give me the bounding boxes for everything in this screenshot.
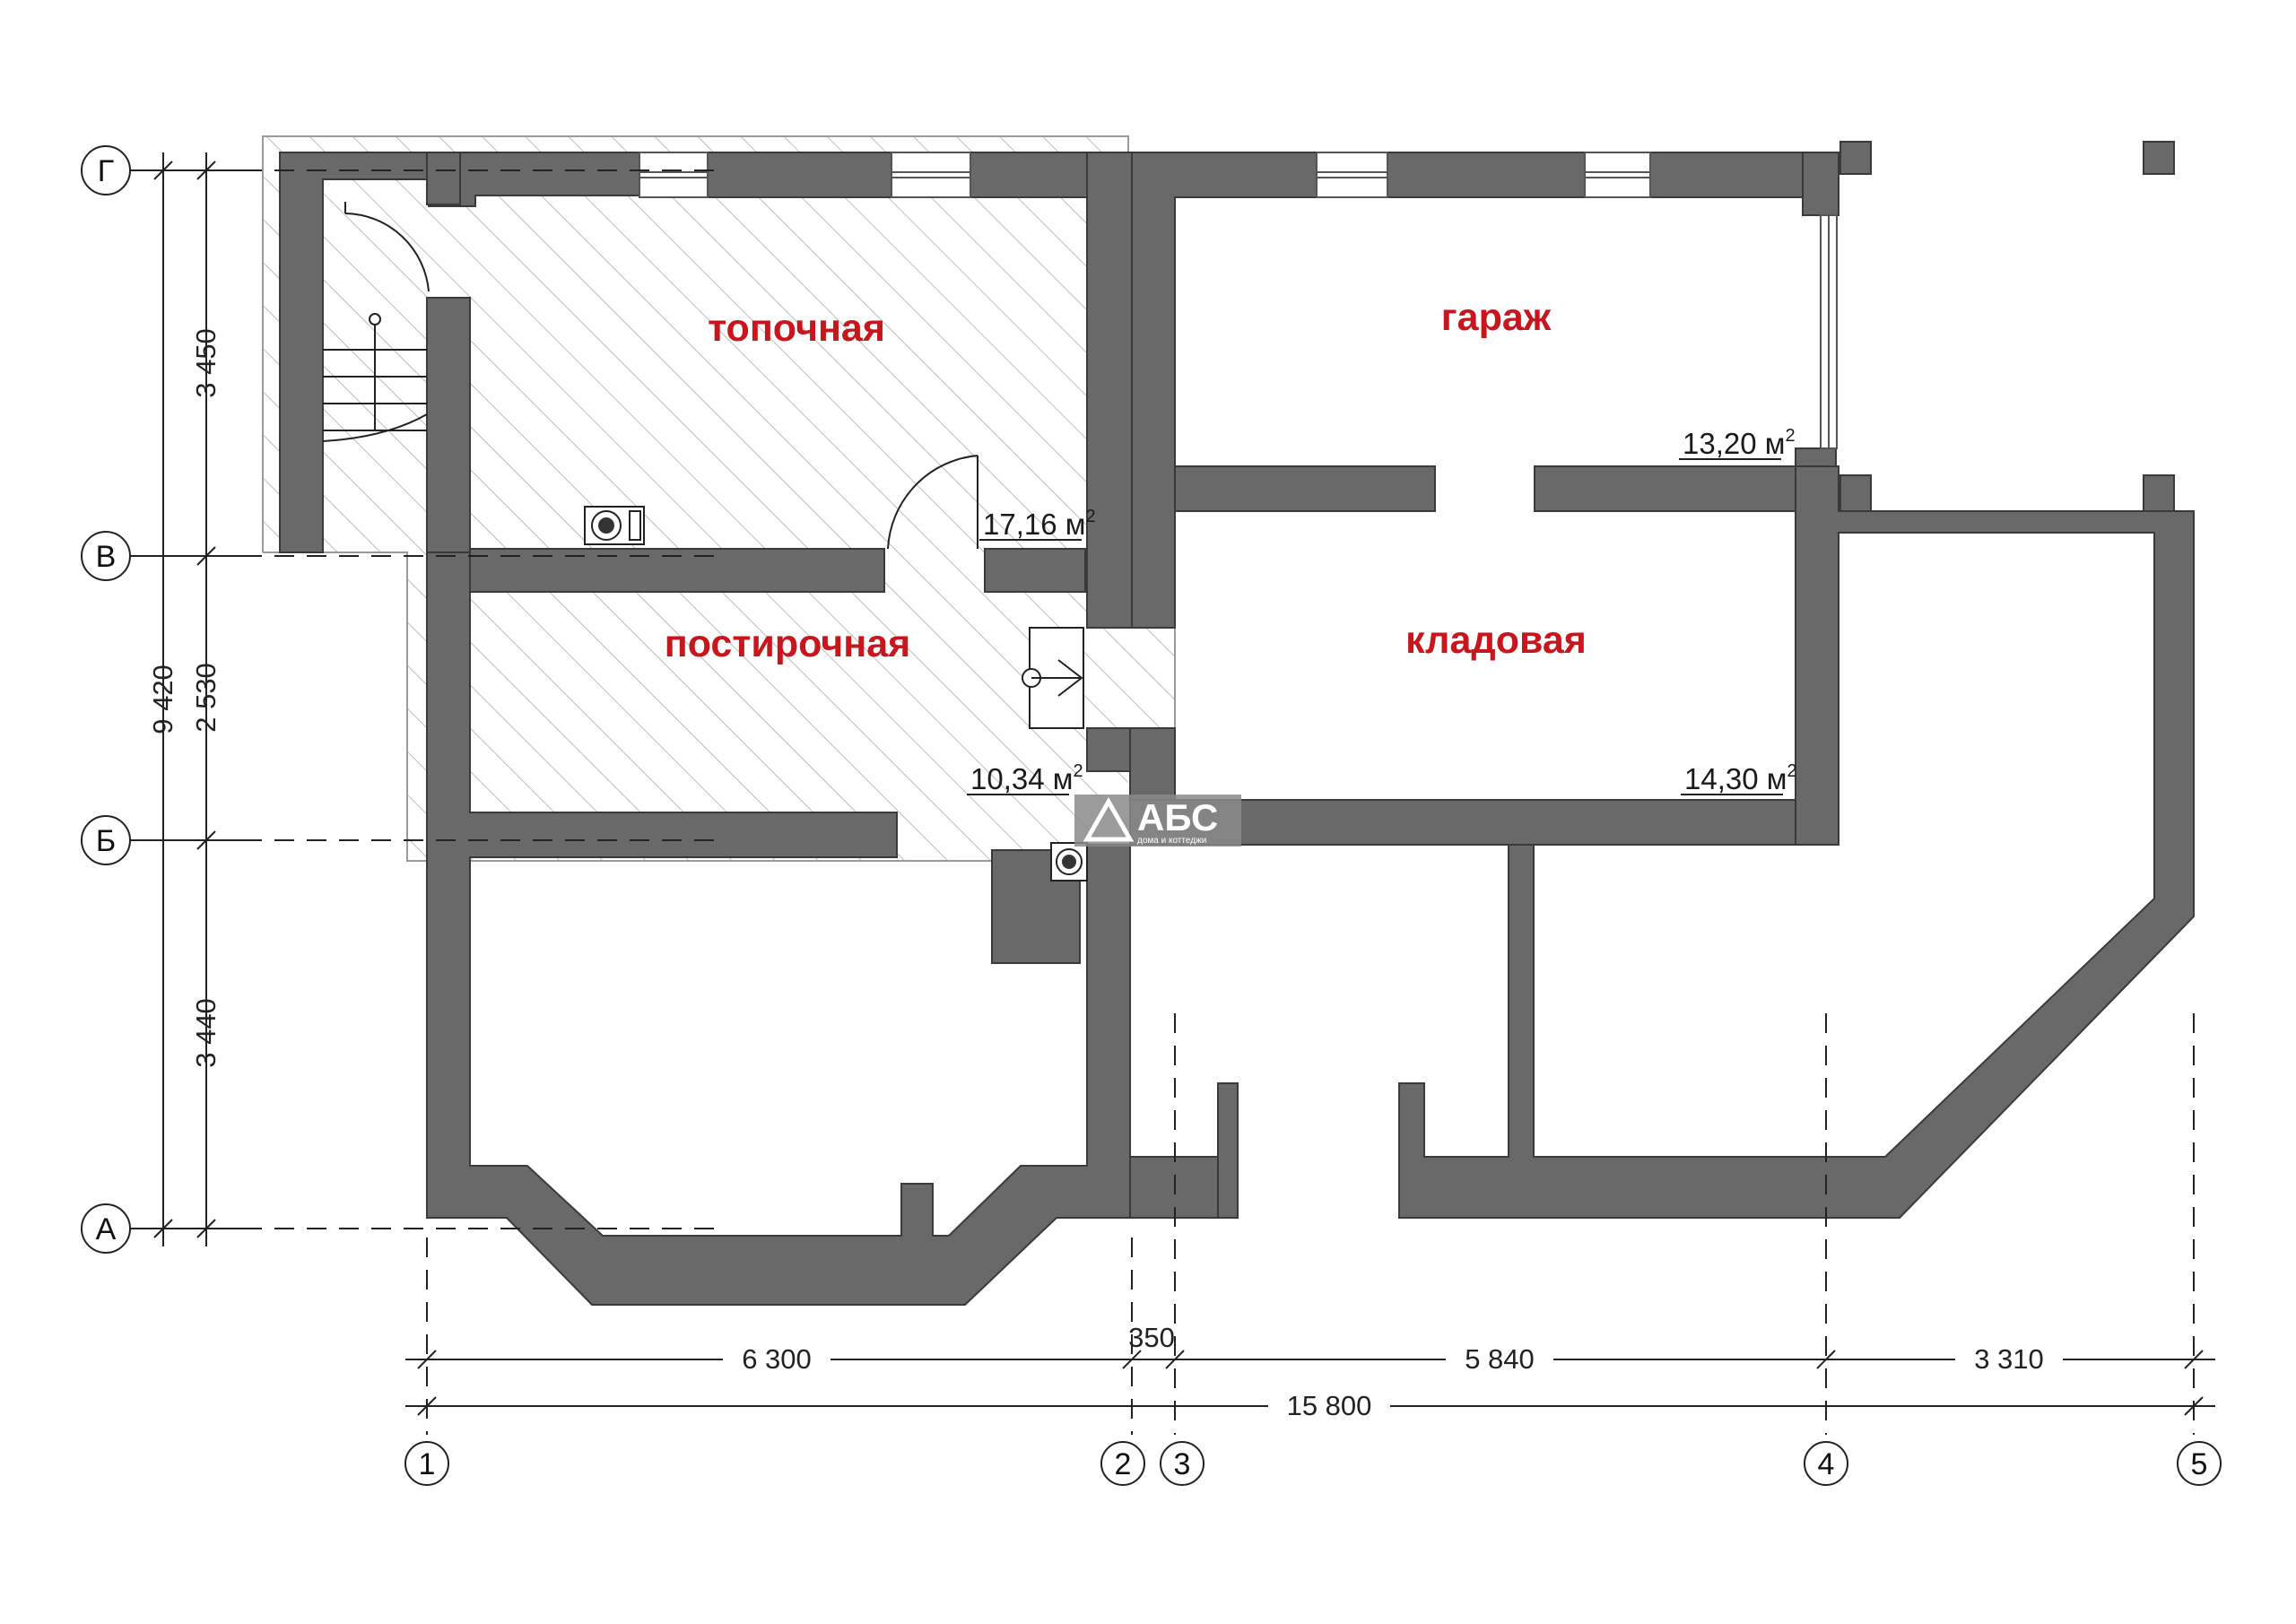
dim-horizontal-segment: 3 310 xyxy=(1974,1343,2044,1375)
hatched-zone xyxy=(262,135,1176,862)
axis-row-label: А xyxy=(96,1212,117,1246)
dim-horizontal-segment: 350 xyxy=(1128,1322,1175,1353)
logo-text: АБС xyxy=(1137,796,1218,838)
dim-vertical-segment: 3 440 xyxy=(190,998,222,1068)
room-name-boiler: топочная xyxy=(708,307,885,350)
row-axes: Г В Б А xyxy=(81,145,726,1254)
stairs xyxy=(322,313,428,442)
dim-vertical-segment: 3 450 xyxy=(190,328,222,398)
axis-row-label: В xyxy=(96,540,117,574)
column-axes: 1 2 3 4 5 xyxy=(404,1013,2222,1486)
dim-horizontal-total: 15 800 xyxy=(1287,1390,1372,1421)
axis-column-label: 4 xyxy=(1818,1447,1835,1481)
room-name-laundry: постирочная xyxy=(665,622,910,665)
room-name-storage: кладовая xyxy=(1405,619,1587,662)
logo-subtitle: дома и коттеджи xyxy=(1137,836,1206,846)
dim-vertical-segment: 2 530 xyxy=(190,663,222,733)
axis-row-label: Б xyxy=(96,824,116,858)
walls xyxy=(279,141,2195,1306)
washer-icon xyxy=(1022,627,1084,729)
horizontal-dimensions: 6 300 350 5 840 3 310 15 800 xyxy=(405,1322,2215,1421)
axis-column-label: 5 xyxy=(2191,1447,2208,1481)
boiler-icon xyxy=(584,506,645,545)
area-storage: 14,30 м2 xyxy=(1684,761,1797,795)
axis-row-label: Г xyxy=(98,154,114,188)
doors xyxy=(344,202,978,550)
room-name-garage: гараж xyxy=(1441,296,1552,339)
room-labels: топочная постирочная гараж кладовая xyxy=(665,296,1587,665)
area-labels: 17,16 м2 10,34 м2 13,20 м2 14,30 м2 xyxy=(967,426,1797,795)
vertical-dimensions: 9 420 3 450 2 530 3 440 xyxy=(147,152,222,1246)
axis-column-label: 2 xyxy=(1115,1447,1132,1481)
dim-vertical-total: 9 420 xyxy=(147,664,178,734)
dim-horizontal-segment: 6 300 xyxy=(742,1343,812,1375)
company-logo: АБС дома и коттеджи xyxy=(1074,795,1241,847)
area-garage: 13,20 м2 xyxy=(1683,426,1796,460)
area-boiler: 17,16 м2 xyxy=(983,507,1096,541)
windows xyxy=(639,152,1838,449)
axis-column-label: 1 xyxy=(419,1447,436,1481)
wall-block xyxy=(426,152,461,205)
axis-column-label: 3 xyxy=(1174,1447,1191,1481)
dim-horizontal-segment: 5 840 xyxy=(1465,1343,1535,1375)
vent-icon xyxy=(1050,842,1088,881)
area-laundry: 10,34 м2 xyxy=(970,761,1083,795)
